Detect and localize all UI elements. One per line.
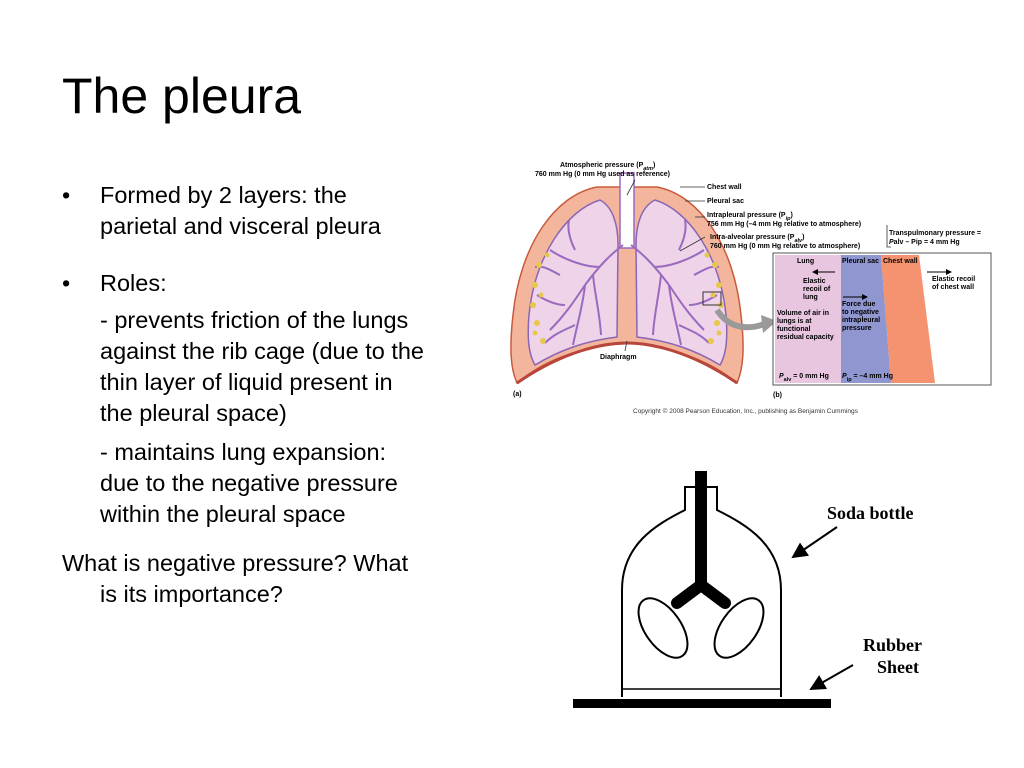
role-friction: - prevents friction of the lungs against… (62, 305, 502, 429)
copyright-text: Copyright © 2008 Pearson Education, Inc.… (633, 407, 859, 415)
role-line: against the rib cage (due to the (100, 338, 424, 364)
elastic-recoil-lung-1: Elastic (803, 278, 826, 285)
trachea (619, 172, 635, 249)
atmospheric-label: Atmospheric pressure (Patm) (560, 162, 655, 172)
pleural-sac-label: Pleural sac (707, 198, 744, 205)
pressure-panel: Lung Pleural sac Chest wall Elastic reco… (772, 225, 992, 399)
volume-air-3: functional (777, 326, 810, 333)
transpulmonary-bracket (886, 225, 891, 248)
chest-wall-zone (881, 255, 935, 383)
chest-zone-label: Chest wall (883, 258, 918, 265)
soda-bottle-arrow (791, 526, 838, 559)
role-line: within the pleural space (100, 501, 346, 527)
slide-body: • Formed by 2 layers: the parietal and v… (62, 180, 502, 610)
intrapleural-label: Intrapleural pressure (Pip) (707, 212, 793, 222)
bullet-symbol: • (62, 182, 71, 208)
sheet-label: Sheet (877, 657, 919, 677)
bullet-symbol: • (62, 270, 71, 296)
bronchi (671, 579, 731, 609)
question-line: What is negative pressure? What (62, 550, 409, 576)
elastic-recoil-lung-3: lung (803, 294, 818, 301)
bottle-model-figure: Soda bottle Rubber Sheet (573, 471, 922, 708)
pleura-pressure-figure: Atmospheric pressure (Patm) 760 mm Hg (0… (510, 162, 992, 415)
lungs-illustration (510, 172, 744, 385)
chest-wall-label: Chest wall (707, 184, 742, 191)
zoom-box (702, 291, 722, 306)
palv-label: Palv = 0 mm Hg (779, 373, 829, 383)
transpulmonary-line1: Transpulmonary pressure = (889, 230, 981, 237)
intraalveolar-label: Intra-alveolar pressure (Palv) (710, 234, 804, 244)
bronchial-tree (534, 219, 720, 346)
role-line: due to the negative pressure (100, 470, 398, 496)
figure-a-label: (a) (513, 391, 522, 398)
left-balloon (637, 597, 689, 659)
alveoli (530, 252, 724, 344)
pleural-zone (841, 255, 891, 383)
force-due-4: pressure (842, 325, 872, 332)
bullet-text: Formed by 2 layers: the (100, 182, 347, 208)
role-line: thin layer of liquid present in (100, 369, 393, 395)
left-lung (527, 199, 619, 367)
rubber-label: Rubber (863, 635, 922, 655)
role-line: - maintains lung expansion: (100, 439, 387, 465)
bullet-text-cont: parietal and visceral pleura (100, 213, 381, 239)
rubber-sheet-arrow (809, 664, 854, 690)
question-line-cont: is its importance? (100, 581, 283, 607)
diaphragm-label: Diaphragm (600, 354, 637, 361)
transpulmonary-line2: Palv – Pip = 4 mm Hg (889, 239, 960, 246)
bullet-text: Roles: (100, 270, 167, 296)
base-plate (573, 699, 831, 708)
tube (695, 471, 707, 589)
bullet-roles: • Roles: (62, 268, 502, 299)
volume-air-1: Volume of air in (777, 310, 829, 317)
right-lung (635, 199, 728, 367)
bullet-layers: • Formed by 2 layers: the parietal and v… (62, 180, 502, 242)
elastic-recoil-lung-2: recoil of (803, 286, 831, 293)
role-line: - prevents friction of the lungs (100, 307, 409, 333)
role-expansion: - maintains lung expansion: due to the n… (62, 437, 502, 530)
elastic-recoil-chest-1: Elastic recoil (932, 276, 975, 283)
slide-title: The pleura (62, 67, 302, 124)
elastic-recoil-chest-2: of chest wall (932, 284, 974, 291)
force-due-3: intrapleural (842, 317, 880, 324)
force-due-2: to negative (842, 309, 879, 316)
lung-zone-label: Lung (797, 258, 814, 265)
intrapleural-value: 756 mm Hg (–4 mm Hg relative to atmosphe… (707, 221, 861, 228)
volume-air-4: residual capacity (777, 334, 834, 341)
lung-zone (775, 255, 841, 383)
question: What is negative pressure? What is its i… (62, 548, 502, 610)
atmospheric-value: 760 mm Hg (0 mm Hg used as reference) (535, 171, 670, 178)
figure-b-label: (b) (773, 392, 782, 399)
soda-bottle-label: Soda bottle (827, 503, 914, 523)
force-due-1: Force due (842, 301, 876, 308)
pleural-zone-label: Pleural sac (842, 258, 879, 265)
role-line: the pleural space) (100, 400, 287, 426)
right-balloon (713, 597, 765, 659)
leader-lines (624, 179, 706, 352)
volume-air-2: lungs is at (777, 318, 812, 325)
pip-label: Pip = –4 mm Hg (842, 373, 893, 383)
intraalveolar-value: 760 mm Hg (0 mm Hg relative to atmospher… (710, 243, 860, 250)
